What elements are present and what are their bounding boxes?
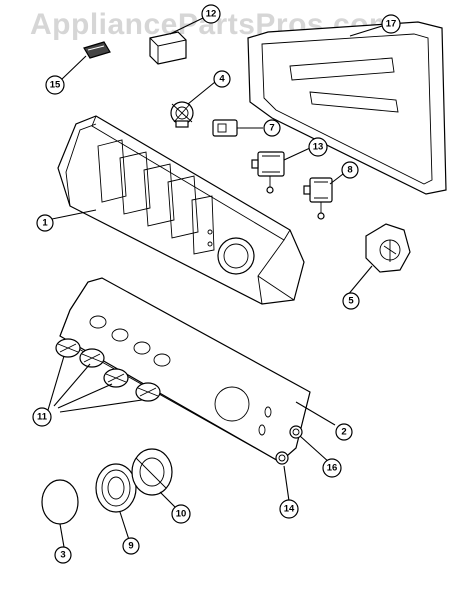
svg-text:10: 10 (176, 509, 187, 520)
callout-2: 2 (335, 423, 353, 441)
svg-text:4: 4 (219, 74, 225, 85)
part-7-switch[interactable] (212, 119, 243, 137)
lead-lines (47, 17, 383, 548)
callout-14: 14 (279, 499, 299, 519)
svg-text:9: 9 (128, 541, 133, 552)
svg-text:13: 13 (313, 142, 324, 153)
callout-9: 9 (122, 537, 140, 555)
callout-10: 10 (171, 504, 191, 524)
svg-text:8: 8 (347, 165, 352, 176)
knob[interactable] (103, 368, 129, 388)
part-8-rotary-switch[interactable] (303, 177, 333, 220)
callout-1: 1 (36, 214, 54, 232)
part-3-cap[interactable] (41, 479, 79, 525)
part-15-connector[interactable] (83, 41, 111, 59)
part-5-timer[interactable] (365, 223, 411, 273)
svg-text:14: 14 (284, 504, 295, 515)
svg-text:11: 11 (37, 412, 48, 423)
part-14-small-knob[interactable] (275, 451, 289, 465)
callout-3: 3 (54, 546, 72, 564)
part-16-small-knob[interactable] (289, 425, 303, 439)
knob[interactable] (55, 338, 81, 358)
svg-text:3: 3 (60, 550, 65, 561)
callout-5: 5 (342, 292, 360, 310)
svg-text:17: 17 (386, 19, 397, 30)
callout-7: 7 (263, 119, 281, 137)
svg-text:15: 15 (50, 80, 61, 91)
part-4-timer-motor[interactable] (170, 101, 194, 128)
callout-16: 16 (322, 458, 342, 478)
part-9-bezel[interactable] (95, 463, 137, 513)
part-11-knobs[interactable] (55, 338, 161, 402)
callout-13: 13 (308, 137, 328, 157)
knob[interactable] (79, 348, 105, 368)
svg-text:12: 12 (206, 9, 217, 20)
callout-12: 12 (201, 4, 221, 24)
part-13-rotary-switch[interactable] (251, 151, 285, 194)
svg-text:5: 5 (348, 296, 354, 307)
part-10-dial-ring[interactable] (131, 448, 173, 496)
callout-4: 4 (213, 70, 231, 88)
svg-text:2: 2 (341, 427, 346, 438)
callout-8: 8 (341, 161, 359, 179)
callout-15: 15 (45, 75, 65, 95)
svg-text:7: 7 (269, 123, 274, 134)
callout-11: 11 (32, 407, 52, 427)
knob[interactable] (135, 382, 161, 402)
svg-text:16: 16 (327, 463, 338, 474)
part-12-module[interactable] (149, 31, 187, 65)
callout-17: 17 (381, 14, 401, 34)
svg-text:1: 1 (42, 218, 48, 229)
part-17-back-panel[interactable] (247, 21, 447, 195)
part-1-control-housing[interactable] (57, 115, 305, 305)
part-2-console-panel[interactable] (59, 277, 311, 463)
